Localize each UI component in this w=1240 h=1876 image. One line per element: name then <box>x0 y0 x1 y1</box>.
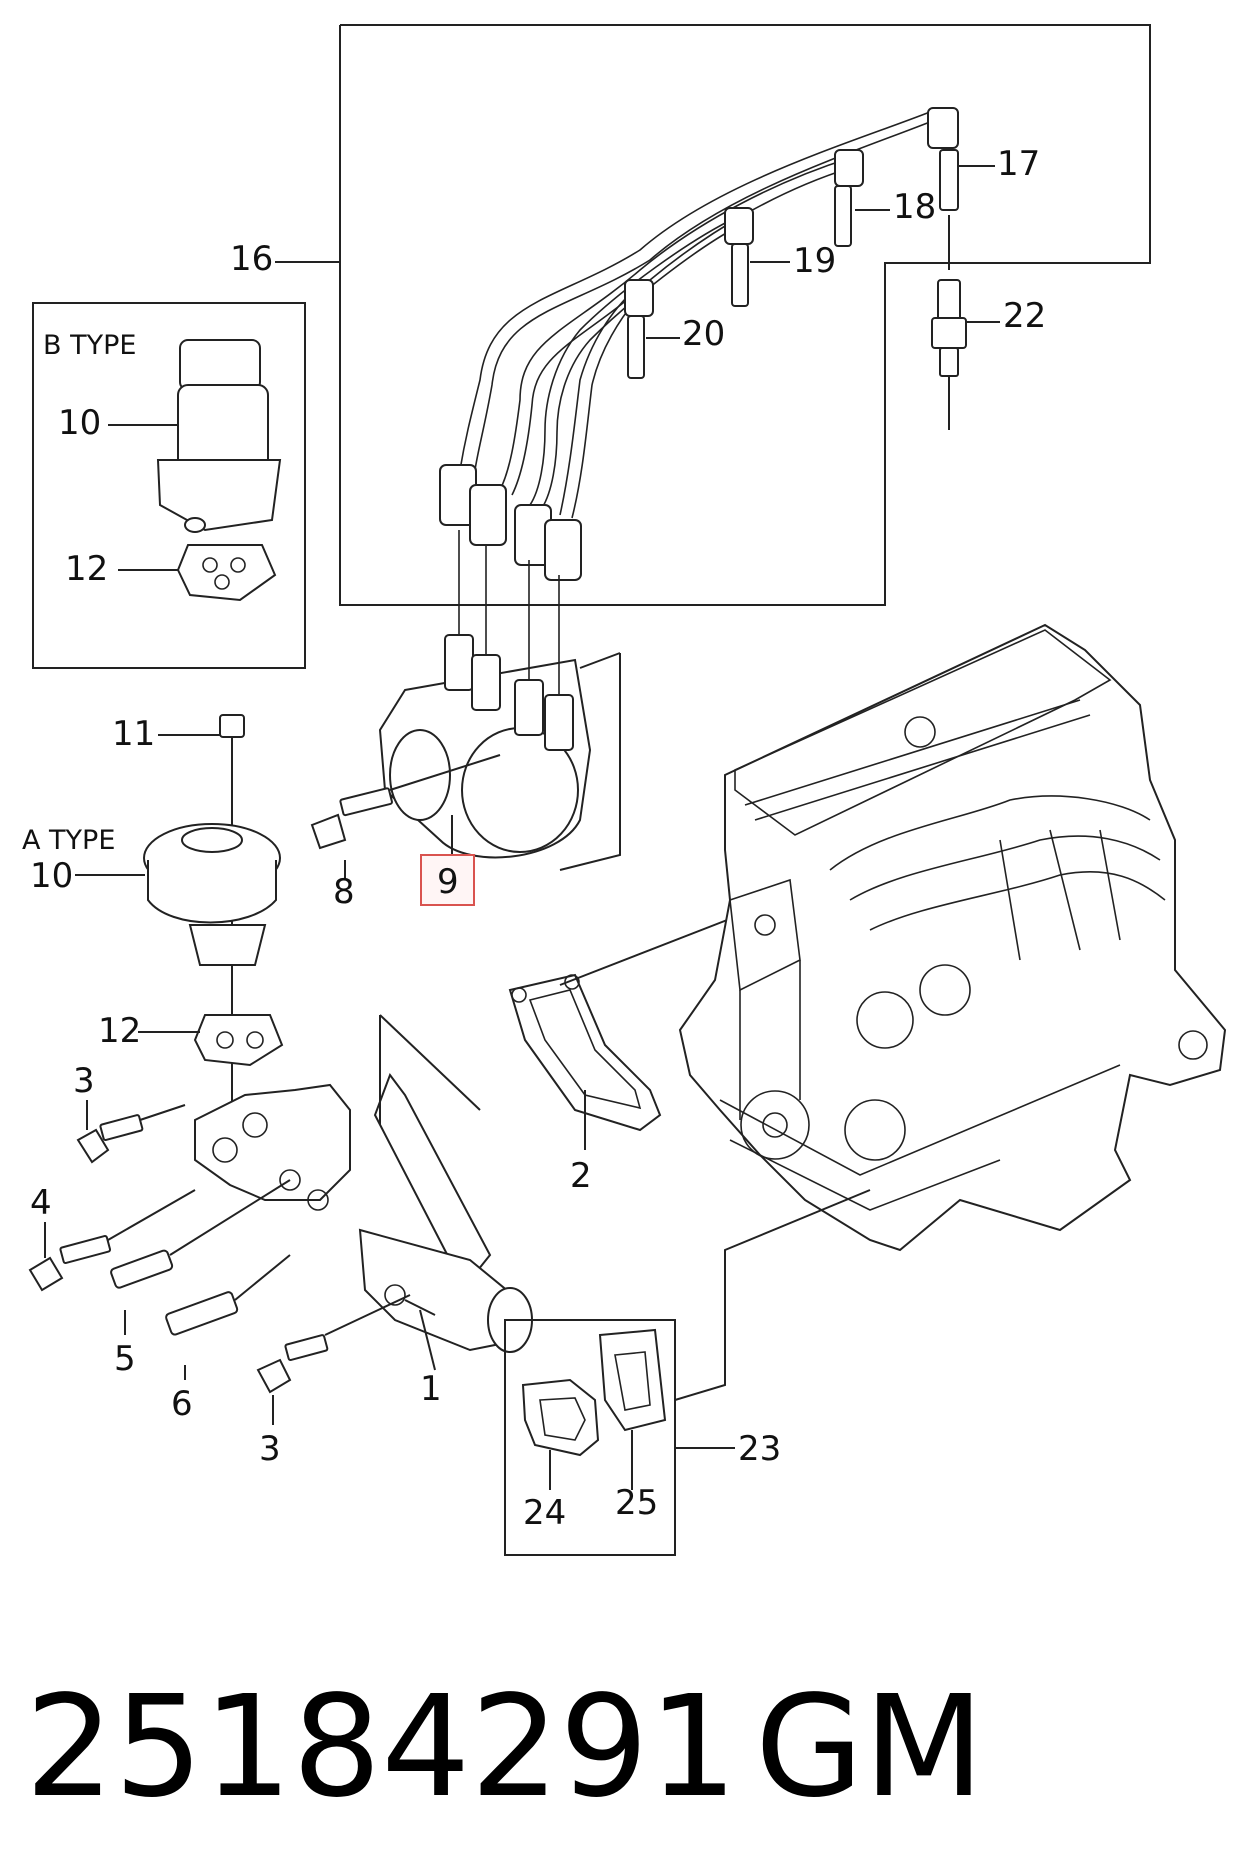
thermostat-housing <box>194 1014 533 1371</box>
callout-1: 1 <box>420 1369 442 1409</box>
callout-9: 9 <box>437 862 459 902</box>
callout-17: 17 <box>997 144 1040 184</box>
callout-8: 8 <box>333 872 355 912</box>
brand-label: GM <box>755 1666 984 1829</box>
ignition-coil <box>310 530 621 880</box>
ignition-wire-set-group <box>275 24 1151 606</box>
callout-10-b: 10 <box>58 403 101 443</box>
callout-6: 6 <box>171 1384 193 1424</box>
engine-block <box>678 623 1227 1252</box>
callout-18: 18 <box>893 187 936 227</box>
b-type-box <box>32 302 306 669</box>
callout-22: 22 <box>1003 296 1046 336</box>
callout-25: 25 <box>615 1483 658 1523</box>
callout-20: 20 <box>682 314 725 354</box>
callout-3-upper: 3 <box>73 1061 95 1101</box>
a-type-egr <box>75 714 284 1155</box>
part-number: 25184291 <box>25 1666 738 1829</box>
callout-2: 2 <box>570 1156 592 1196</box>
a-type-label: A TYPE <box>22 825 115 856</box>
callout-12-a: 12 <box>98 1011 141 1051</box>
callout-19: 19 <box>793 241 836 281</box>
callout-3-lower: 3 <box>259 1429 281 1469</box>
callout-24: 24 <box>523 1493 566 1533</box>
callout-5: 5 <box>114 1339 136 1379</box>
water-outlet-gasket <box>508 914 741 1150</box>
callout-12-b: 12 <box>65 549 108 589</box>
callout-9-highlight <box>420 854 475 906</box>
callout-16: 16 <box>230 239 273 279</box>
callout-11: 11 <box>112 714 155 754</box>
callout-4: 4 <box>30 1183 52 1223</box>
callout-10-a: 10 <box>30 856 73 896</box>
connector-kit-group <box>504 1189 871 1556</box>
spark-plug <box>931 215 1000 430</box>
callout-23: 23 <box>738 1429 781 1469</box>
b-type-label: B TYPE <box>43 330 136 361</box>
bolts-and-sensors <box>28 1100 411 1425</box>
